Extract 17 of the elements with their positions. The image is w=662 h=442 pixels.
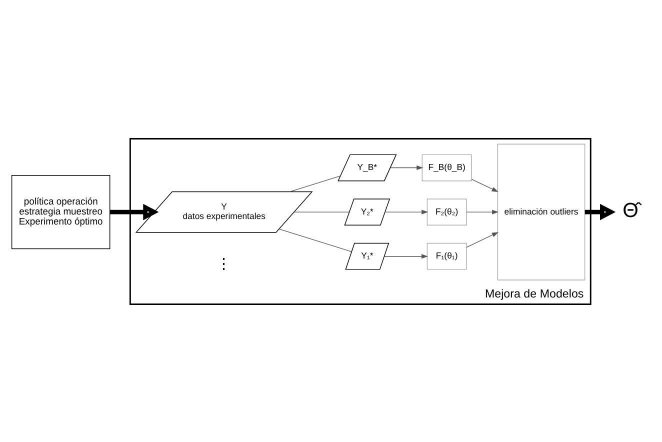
node-box: eliminación outliers [497,143,586,280]
arrow [466,232,499,248]
node-box: F_B(θ_B) [422,154,472,181]
node-box: F₂(θ₂) [426,198,467,225]
arrow [584,203,616,220]
arrow [390,164,424,170]
arrow [110,203,159,220]
connector [278,228,352,252]
label: ⋮ [216,256,232,272]
connector [289,175,341,192]
connector [294,211,350,212]
node-box: F₁(θ₁) [426,242,467,270]
arrow [384,209,428,214]
node-box: política operación estrategia muestreo Experimento óptimo [11,174,110,249]
arrow [384,254,428,258]
arrow [471,178,498,192]
arrow [466,209,499,214]
